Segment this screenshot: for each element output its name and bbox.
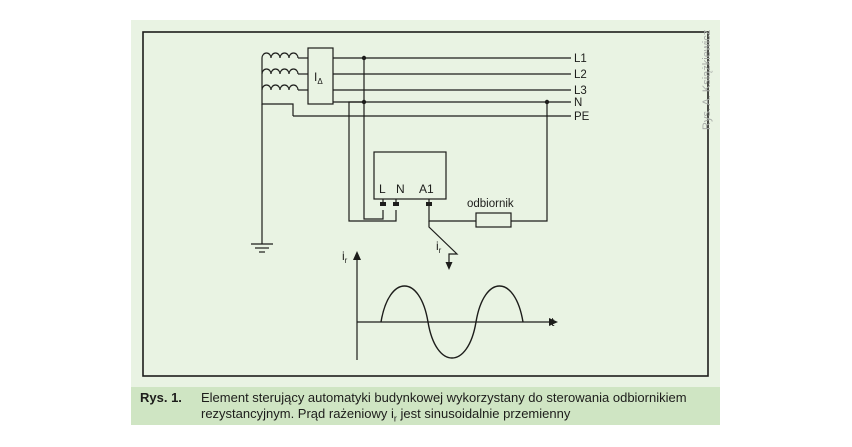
bus-label-l1: L1: [574, 53, 587, 65]
load-label: odbiornik: [467, 198, 514, 210]
rcd-box: [307, 47, 334, 105]
bus-label-n: N: [574, 97, 582, 109]
credit-text: Rys. A. Książkiewicz: [701, 30, 713, 131]
fault-current-label: ir: [436, 239, 442, 255]
fault-current-arrow: [428, 221, 459, 264]
wire-load-return: [511, 102, 548, 222]
rcd-label: IΔ: [314, 70, 323, 86]
wire-l: [363, 58, 384, 220]
terminal-label-n: N: [396, 182, 405, 196]
sine-wave: [380, 285, 524, 359]
figure-panel: L1 L2 L3 N PE IΔ L N A1 odbiornik ir ir …: [131, 20, 720, 425]
ground-symbol: [251, 243, 273, 253]
figure-caption: Rys. 1. Element sterujący automatyki bud…: [131, 387, 720, 425]
caption-text: Element sterujący automatyki budynkowej …: [201, 390, 687, 424]
bus-label-l3: L3: [574, 85, 587, 97]
bus-label-pe: PE: [574, 111, 590, 123]
bus-label-l2: L2: [574, 69, 587, 81]
graph-x-label: t: [551, 315, 555, 329]
controller-box: [373, 151, 447, 200]
wire-n: [348, 101, 397, 222]
x-axis-arrowhead: [549, 318, 558, 326]
caption-label: Rys. 1.: [140, 390, 182, 405]
diagram-frame: [142, 31, 709, 377]
fault-arrowhead: [445, 262, 453, 270]
star-point-wire: [261, 58, 294, 116]
transformer-coils: [261, 52, 299, 91]
load-resistor: [475, 212, 512, 228]
graph-y-label: ir: [342, 249, 348, 265]
circuit-diagram: L1 L2 L3 N PE IΔ L N A1 odbiornik ir ir …: [142, 31, 709, 377]
terminal-label-a1: A1: [419, 182, 434, 196]
terminal-label-l: L: [379, 182, 386, 196]
y-axis-arrowhead: [353, 251, 361, 260]
